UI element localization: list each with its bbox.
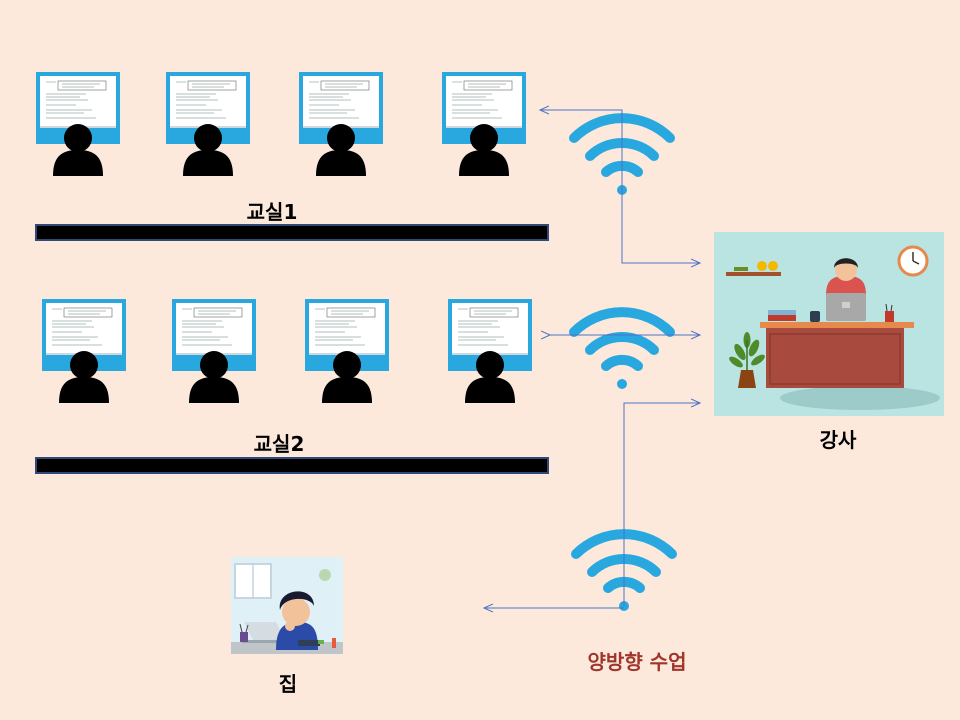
arrow-home-teacher: [623, 403, 700, 606]
classroom2-label: 교실2: [253, 432, 305, 456]
two-way-class-caption: 양방향 수업: [587, 650, 687, 674]
classroom2-station-1: [41, 298, 127, 404]
arrow-to-classroom1: [540, 110, 623, 193]
classroom2-desk-bar: [35, 457, 549, 474]
home-label: 집: [278, 672, 298, 696]
teacher-label: 강사: [819, 428, 857, 452]
classroom1-label: 교실1: [246, 200, 298, 224]
classroom1-station-3: [298, 71, 384, 177]
clock-icon: [897, 245, 929, 277]
wifi-icon-classroom2: [574, 312, 670, 389]
classroom1-desk-bar: [35, 224, 549, 241]
classroom1-station-1: [35, 71, 121, 177]
classroom2-station-2: [171, 298, 257, 404]
home-student-illustration: [231, 557, 343, 654]
teacher-illustration: [714, 232, 944, 416]
classroom1-station-4: [441, 71, 527, 177]
arrow-to-teacher-1: [621, 193, 700, 263]
classroom2-station-3: [304, 298, 390, 404]
classroom1-station-2: [165, 71, 251, 177]
classroom2-station-4: [447, 298, 533, 404]
